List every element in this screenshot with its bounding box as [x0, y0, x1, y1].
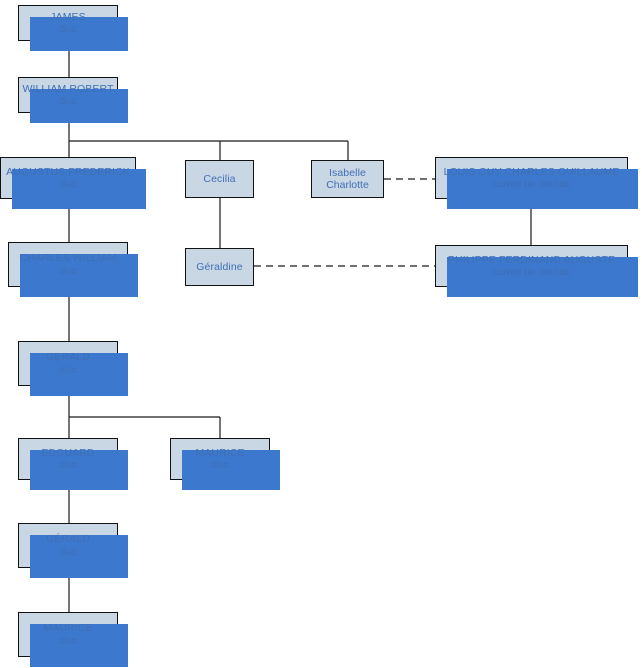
person-name: CHARLES WILLIAM	[19, 252, 117, 265]
person-name: WILLIAM ROBERT	[22, 82, 114, 95]
person-title: duc	[59, 459, 77, 471]
person-title: duc	[59, 178, 77, 190]
person-name: AUGUSTUS FREDERICK	[6, 165, 130, 178]
person-node-cecilia[interactable]: Cecilia	[185, 160, 254, 198]
person-name: EDOUARD	[41, 446, 95, 459]
person-name: GERALD	[46, 351, 90, 364]
person-node-geraldine[interactable]: Géraldine	[185, 248, 254, 286]
person-title: duc	[59, 545, 77, 558]
person-title: duc	[59, 264, 77, 277]
person-title: Charlotte	[326, 179, 369, 191]
person-name: PHILIPPE FERDINAND AUGUSTE	[447, 253, 616, 266]
person-name: MAURICE	[195, 446, 245, 459]
person-name: GÉRALD	[46, 533, 90, 546]
person-title: duc	[59, 95, 77, 107]
person-name: Géraldine	[196, 260, 243, 273]
person-title: duc	[211, 459, 229, 471]
person-name: MAURICE	[43, 622, 93, 635]
person-title: duc	[59, 634, 77, 647]
person-name: JAMES	[50, 10, 86, 23]
person-title: comte de Jarnac	[492, 178, 571, 190]
person-title: duc	[59, 363, 77, 376]
person-name: LOUIS GUY CHARLES GUILLAUME	[443, 165, 620, 178]
person-name: Cecilia	[203, 172, 236, 185]
person-title: comte de Jarnac	[492, 266, 571, 278]
person-name: Isabelle	[329, 166, 366, 179]
person-title: duc	[59, 23, 77, 35]
